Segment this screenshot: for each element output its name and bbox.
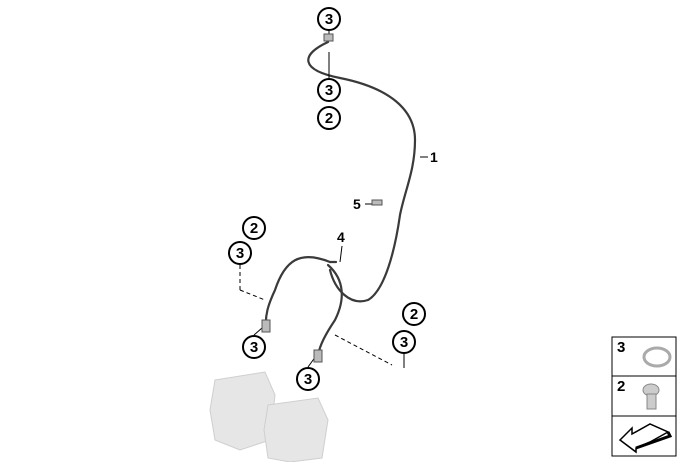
callout-sealing-ring-right[interactable]: 3 — [392, 330, 416, 354]
brake-caliper-left — [209, 371, 276, 451]
callout-sealing-ring-top[interactable]: 3 — [317, 7, 341, 31]
callout-sealing-ring-caliper-right[interactable]: 3 — [296, 367, 320, 391]
label-hose-1[interactable]: 1 — [430, 149, 438, 165]
callout-sealing-ring[interactable]: 3 — [317, 78, 341, 102]
label-screw-5[interactable]: 5 — [353, 196, 361, 212]
brake-hose-right — [316, 263, 343, 357]
banjo-fitting-left — [261, 319, 271, 333]
callout-banjo-bolt-left[interactable]: 2 — [242, 216, 266, 240]
banjo-fitting-right — [313, 349, 323, 363]
callout-sealing-ring-caliper-left[interactable]: 3 — [242, 335, 266, 359]
sealing-ring-icon — [642, 346, 672, 368]
callout-banjo-bolt-right[interactable]: 2 — [402, 302, 426, 326]
callout-banjo-bolt[interactable]: 2 — [317, 106, 341, 130]
label-bolt-4[interactable]: 4 — [337, 229, 345, 245]
banjo-bolt-icon — [642, 383, 660, 410]
screw-5 — [371, 199, 383, 206]
brake-hose-main — [307, 40, 417, 303]
banjo-fitting-top — [323, 33, 334, 42]
brake-hose-left — [264, 255, 332, 330]
callout-sealing-ring-left[interactable]: 3 — [228, 241, 252, 265]
brake-caliper-right — [263, 397, 329, 462]
legend-num-banjo-bolt: 2 — [617, 378, 626, 395]
legend-num-sealing-ring: 3 — [617, 339, 626, 356]
